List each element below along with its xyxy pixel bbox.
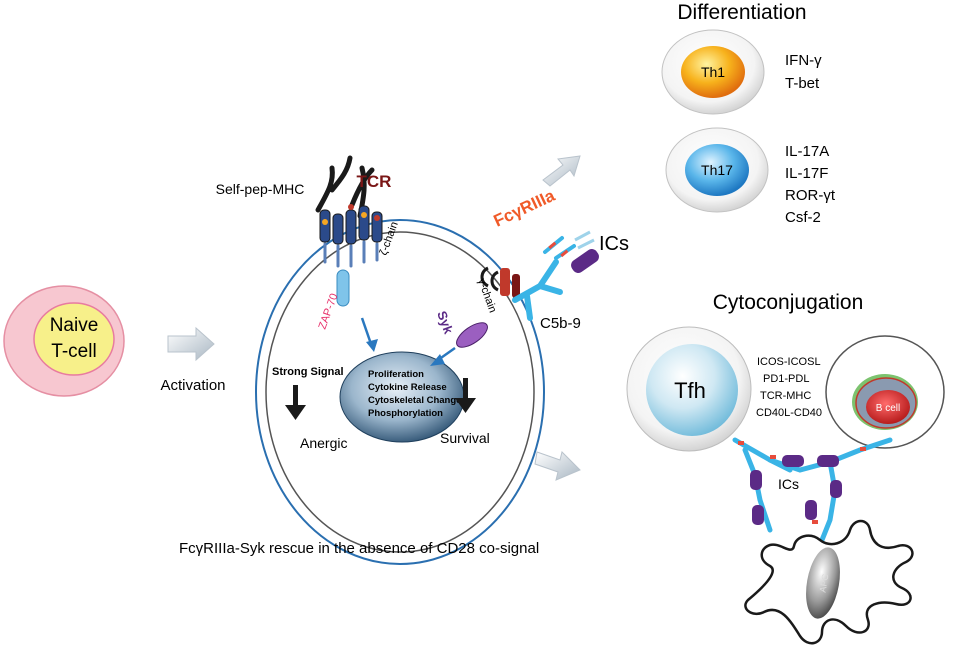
th17-marker-il17a: IL-17A (785, 143, 829, 160)
naive-label-line1: Naive (50, 315, 99, 336)
th17-marker-csf2: Csf-2 (785, 209, 821, 226)
cytoconjugation-title: Cytoconjugation (713, 291, 864, 314)
ic-purple-blobs (750, 455, 842, 525)
b-cell: B cell (825, 335, 945, 449)
pair-tcr: TCR-MHC (760, 390, 811, 402)
differentiation-title: Differentiation (677, 1, 806, 24)
strong-signal-label: Strong Signal (272, 366, 344, 378)
tfh-label: Tfh (674, 378, 706, 403)
ics-label-main: ICs (599, 233, 629, 255)
self-pep-mhc-label: Self-pep-MHC (216, 181, 305, 197)
tcr-label: TCR (357, 172, 392, 191)
activation-label: Activation (160, 377, 225, 394)
arrow-to-differentiation (542, 155, 581, 187)
syk-molecule (456, 322, 488, 348)
survival-label: Survival (440, 430, 490, 446)
syk-label: Syk (434, 309, 456, 337)
arrow-zap70-to-center (360, 317, 378, 352)
caption: FcγRIIIa-Syk rescue in the absence of CD… (179, 540, 539, 557)
hub-line-cytokine: Cytokine Release (368, 382, 447, 393)
arrow-to-cytoconjugation (534, 451, 581, 481)
hub-line-cytoskeletal: Cytoskeletal Changes (368, 395, 467, 406)
zap70-shape (336, 269, 350, 307)
fcgr-label: FcγRIIIa (491, 186, 559, 231)
th17-marker-il17f: IL-17F (785, 165, 828, 182)
arrow-syk-to-center (430, 346, 456, 366)
c5b9-label: C5b-9 (540, 315, 581, 332)
pair-cd40: CD40L-CD40 (756, 407, 822, 419)
apc-label: APC (817, 573, 830, 593)
th17-marker-rorgt: ROR-γt (785, 187, 836, 204)
hub-line-phosphorylation: Phosphorylation (368, 408, 443, 419)
anergic-down-arrow (285, 385, 306, 420)
pair-pd1: PD1-PDL (763, 373, 809, 385)
th1-cell: Th1 (661, 29, 765, 115)
gamma-chain-label: γ-chain (475, 277, 498, 314)
naive-t-cell: Naive T-cell (3, 285, 125, 397)
ics-label-conj: ICs (778, 476, 799, 492)
fcgr-complex (480, 230, 599, 321)
bcell-label: B cell (876, 403, 900, 414)
zap70-label: ZAP-70 (317, 292, 341, 331)
th1-marker-ifng: IFN-γ (785, 52, 822, 69)
tfh-cell: Tfh (626, 326, 752, 452)
naive-label-line2: T-cell (51, 341, 96, 362)
th1-marker-tbet: T-bet (785, 75, 820, 92)
signaling-hub: Proliferation Cytokine Release Cytoskele… (339, 351, 467, 443)
survival-down-arrow (455, 378, 476, 413)
tcr-complex (315, 155, 383, 307)
activation-arrow (167, 326, 215, 362)
th1-label: Th1 (701, 64, 725, 80)
anergic-label: Anergic (300, 435, 347, 451)
hub-line-proliferation: Proliferation (368, 369, 424, 380)
apc-cell: APC (744, 519, 914, 645)
tcell-membrane (255, 219, 545, 565)
th17-cell: Th17 (665, 127, 769, 213)
pair-icos: ICOS-ICOSL (757, 356, 821, 368)
th17-label: Th17 (701, 162, 733, 178)
ic-red-marks (738, 441, 866, 524)
